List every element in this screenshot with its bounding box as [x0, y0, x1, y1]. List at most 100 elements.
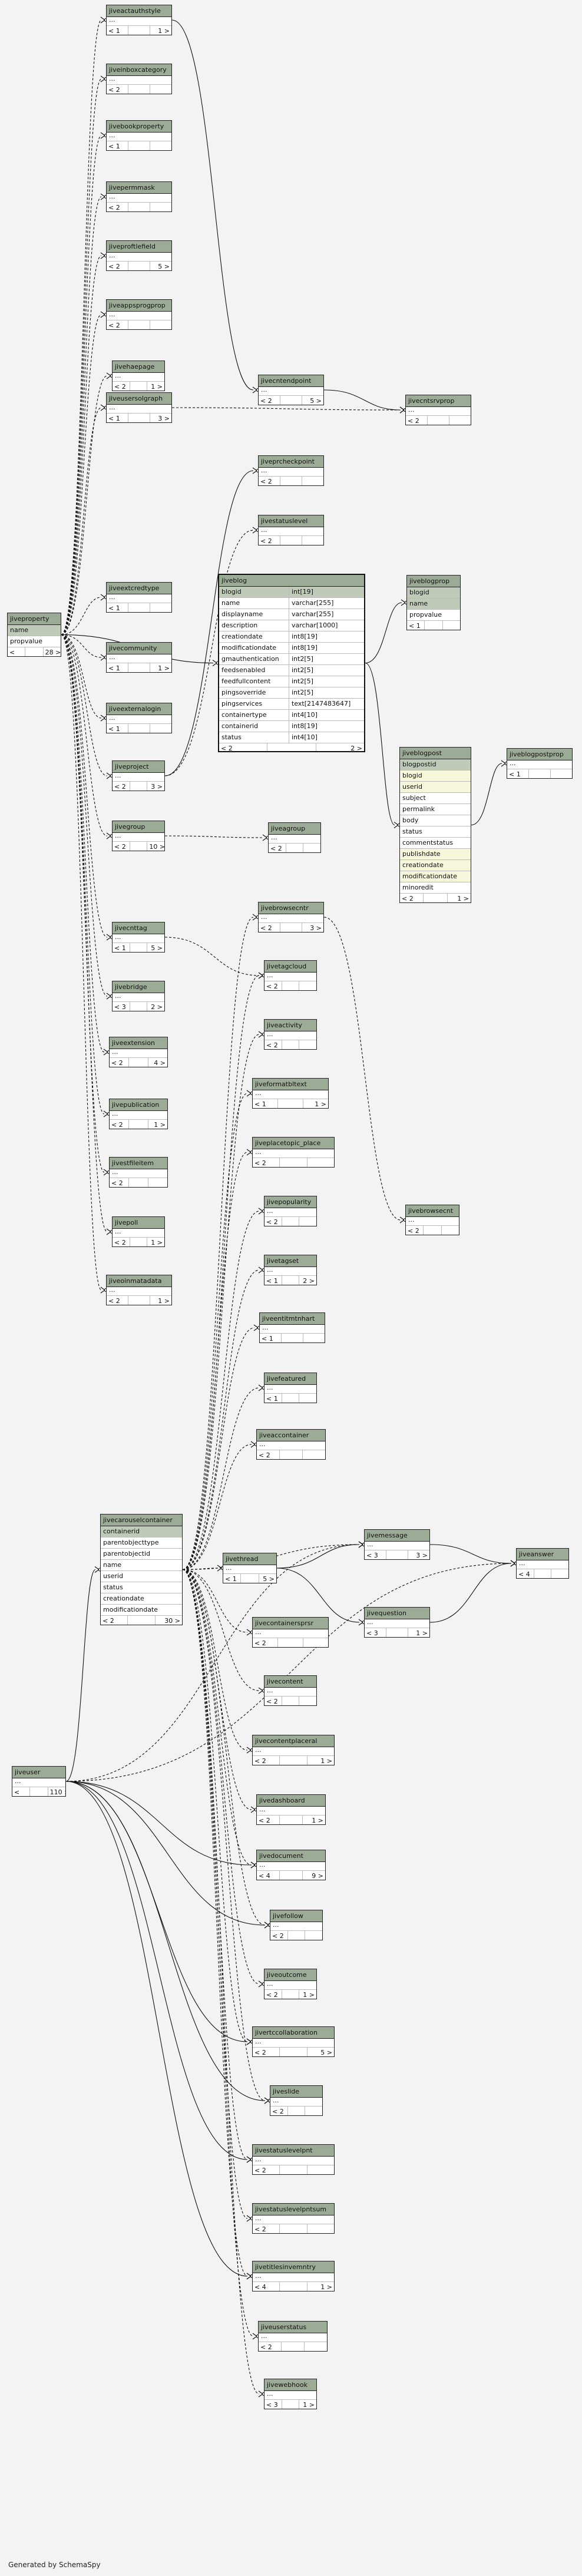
table-title[interactable]: jiveslide — [270, 2086, 322, 2098]
table-title[interactable]: jivecontentplaceral — [253, 1735, 334, 1747]
table-title[interactable]: jiveagroup — [269, 823, 320, 835]
table-title[interactable]: jivepopularity — [264, 1196, 316, 1208]
table-title[interactable]: jivecommunity — [107, 643, 171, 654]
table-title[interactable]: jiveuser — [12, 1767, 65, 1778]
table-title[interactable]: jiveoutcome — [264, 1969, 316, 1981]
table-title[interactable]: jivestfileitem — [110, 1158, 167, 1169]
table-title[interactable]: jiveinboxcategory — [107, 64, 171, 76]
table-jivebrowsecnt[interactable]: jivebrowsecnt...< 2 — [405, 1205, 459, 1235]
table-title[interactable]: jiveprcheckpoint — [259, 456, 323, 468]
table-jivebookproperty[interactable]: jivebookproperty...< 1 — [106, 120, 172, 151]
table-title[interactable]: jiveusersolgraph — [107, 393, 171, 405]
table-title[interactable]: jivecnttag — [113, 922, 164, 934]
table-title[interactable]: jivebrowsecnt — [406, 1205, 459, 1217]
table-jiveappsprogprop[interactable]: jiveappsprogprop...< 2 — [106, 299, 172, 330]
table-jivestatuslevelpntsum[interactable]: jivestatuslevelpntsum...< 2 — [252, 2203, 335, 2234]
table-jivecntsrvprop[interactable]: jivecntsrvprop...< 2 — [405, 395, 471, 425]
table-title[interactable]: jivecontent — [264, 1676, 316, 1688]
table-title[interactable]: jiveaccontainer — [257, 1430, 325, 1441]
table-title[interactable]: jiveproftlefield — [107, 241, 171, 253]
table-title[interactable]: jiveblog — [219, 575, 364, 587]
table-jivestatuslevel[interactable]: jivestatuslevel...< 2 — [258, 515, 324, 545]
table-title[interactable]: jivedashboard — [257, 1795, 325, 1807]
table-jiveprcheckpoint[interactable]: jiveprcheckpoint...< 2 — [258, 455, 324, 486]
table-title[interactable]: jiveanswer — [517, 1549, 568, 1560]
table-title[interactable]: jivepublication — [110, 1099, 167, 1111]
table-title[interactable]: jiveuserstatus — [259, 2322, 327, 2333]
table-jiveplacetopic_place[interactable]: jiveplacetopic_place...< 2 — [252, 1137, 335, 1168]
table-jivefollow[interactable]: jivefollow...< 2 — [270, 1910, 323, 1940]
table-title[interactable]: jivetitlesinvemntry — [253, 2261, 334, 2273]
table-title[interactable]: jiveoinmatadata — [107, 1275, 171, 1287]
table-title[interactable]: jivedocument — [257, 1850, 325, 1862]
table-jiveuser[interactable]: jiveuser...< 110 > — [12, 1766, 66, 1797]
table-jiveactivity[interactable]: jiveactivity...< 2 — [264, 1019, 317, 1050]
table-title[interactable]: jivemessage — [365, 1530, 429, 1542]
table-title[interactable]: jiveextension — [110, 1037, 167, 1049]
table-title[interactable]: jiveexternalogin — [107, 703, 171, 715]
table-title[interactable]: jiveproject — [113, 761, 164, 773]
table-title[interactable]: jiveblogprop — [407, 576, 460, 587]
table-title[interactable]: jivepermmask — [107, 182, 171, 194]
table-jiveaccontainer[interactable]: jiveaccontainer...< 2 — [256, 1429, 326, 1460]
table-title[interactable]: jivequestion — [365, 1608, 429, 1619]
table-title[interactable]: jivetagcloud — [264, 961, 316, 973]
table-title[interactable]: jivebridge — [113, 981, 164, 993]
table-jivefeatured[interactable]: jivefeatured...< 1 — [264, 1373, 317, 1403]
table-title[interactable]: jiveappsprogprop — [107, 300, 171, 312]
table-jiveanswer[interactable]: jiveanswer...< 4 — [516, 1548, 569, 1579]
table-jiveexternalogin[interactable]: jiveexternalogin...< 1 — [106, 703, 172, 733]
table-title[interactable]: jivepoll — [113, 1217, 164, 1229]
table-jivestatuslevelpnt[interactable]: jivestatuslevelpnt...< 2 — [252, 2144, 335, 2175]
table-title[interactable]: jivetagset — [264, 1255, 316, 1267]
table-title[interactable]: jiveblogpostprop — [507, 749, 572, 760]
table-jiveentitmtnhart[interactable]: jiveentitmtnhart...< 1 — [259, 1312, 325, 1343]
table-title[interactable]: jivestatuslevelpntsum — [253, 2204, 334, 2215]
table-title[interactable]: jiveplacetopic_place — [253, 1137, 334, 1149]
table-jivecontainersprsr[interactable]: jivecontainersprsr...< 2 — [252, 1617, 329, 1648]
table-title[interactable]: jivestatuslevelpnt — [253, 2145, 334, 2157]
table-title[interactable]: jivethread — [223, 1553, 276, 1565]
table-title[interactable]: jivefollow — [270, 1910, 322, 1922]
table-jivetagcloud[interactable]: jivetagcloud...< 2 — [264, 960, 317, 991]
table-title[interactable]: jiveentitmtnhart — [260, 1313, 325, 1325]
table-title[interactable]: jivestatuslevel — [259, 515, 323, 527]
table-title[interactable]: jivegroup — [113, 821, 164, 833]
table-title[interactable]: jiveactauthstyle — [107, 5, 171, 17]
table-jiveagroup[interactable]: jiveagroup...< 2 — [268, 822, 321, 853]
table-title[interactable]: jivewebhook — [264, 2379, 316, 2391]
table-title[interactable]: jivecntendpoint — [259, 375, 323, 387]
table-jiveextcredtype[interactable]: jiveextcredtype...< 1 — [106, 582, 172, 613]
table-jiveslide[interactable]: jiveslide...< 2 — [270, 2085, 323, 2116]
table-title[interactable]: jivertccollaboration — [253, 2027, 334, 2039]
